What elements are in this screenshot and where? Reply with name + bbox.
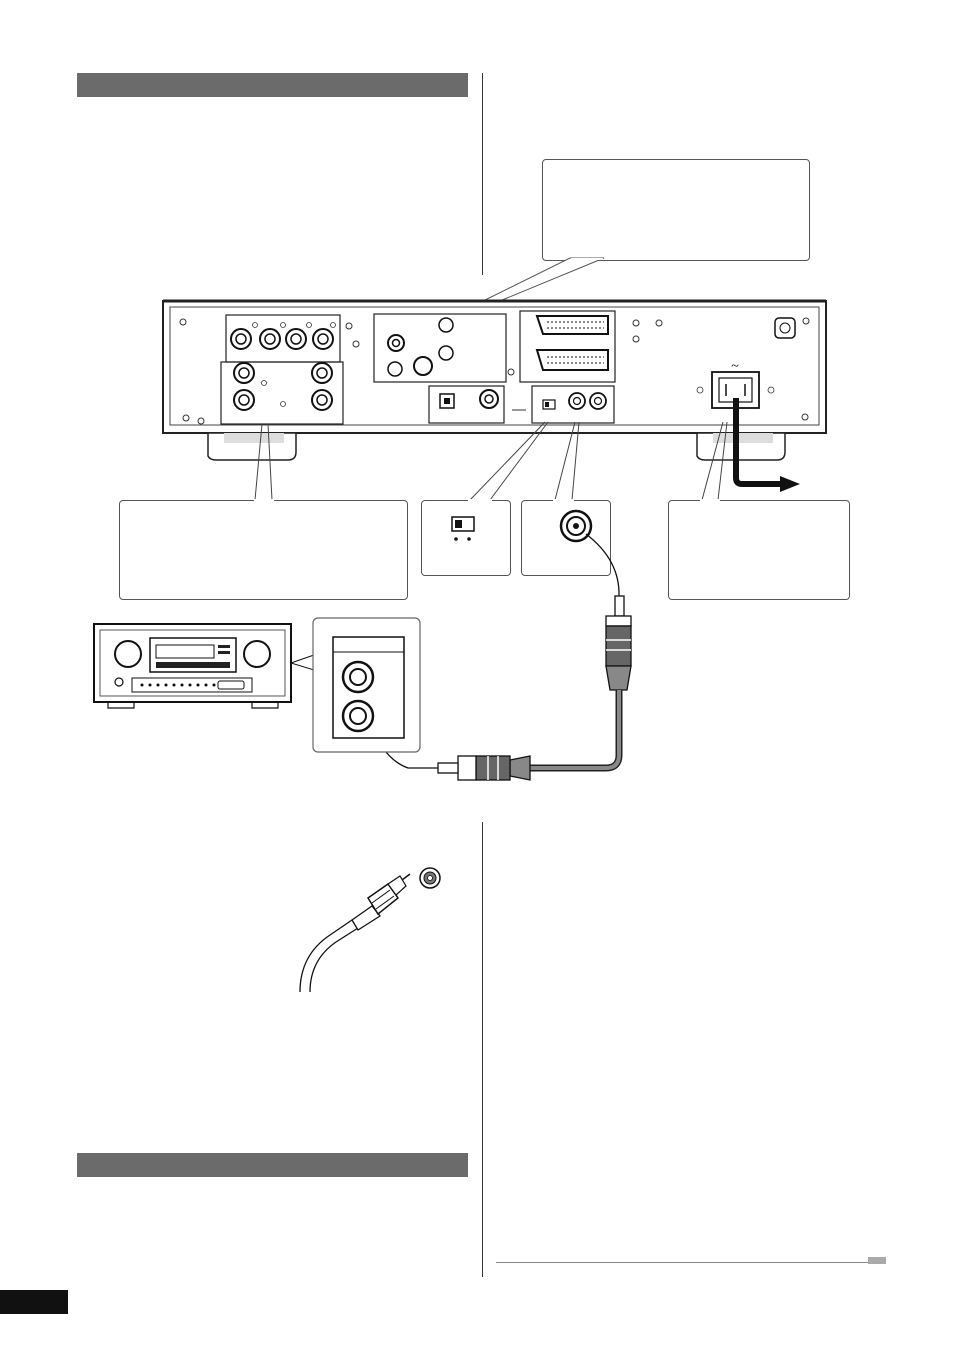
audio-jack-row-top [230,328,334,350]
footer-rule [496,1262,868,1263]
dvd-player-rear-panel-icon: ~ [162,299,827,461]
column-divider-bottom [482,822,483,1277]
column-divider-top [482,73,483,275]
callout-ac-inlet [668,500,850,600]
power-symbol: ~ [731,359,739,374]
av-receiver-icon [93,623,315,709]
switch-icon [451,516,475,541]
section-header-bar-bottom [77,1153,468,1177]
power-cord-icon [733,398,800,492]
callout-video-output [542,159,810,261]
page-number-tab [0,1290,68,1314]
callout-audio-output [119,500,408,600]
callout-switch [421,500,511,576]
rca-plug-icon [299,867,441,993]
coaxial-jack-icon [559,509,593,543]
footer-marker [868,1257,886,1264]
receiver-input-zoom [312,617,421,753]
section-header-bar-top [77,73,468,97]
callout-leaders [254,421,728,501]
coaxial-cable-icon [369,533,632,781]
